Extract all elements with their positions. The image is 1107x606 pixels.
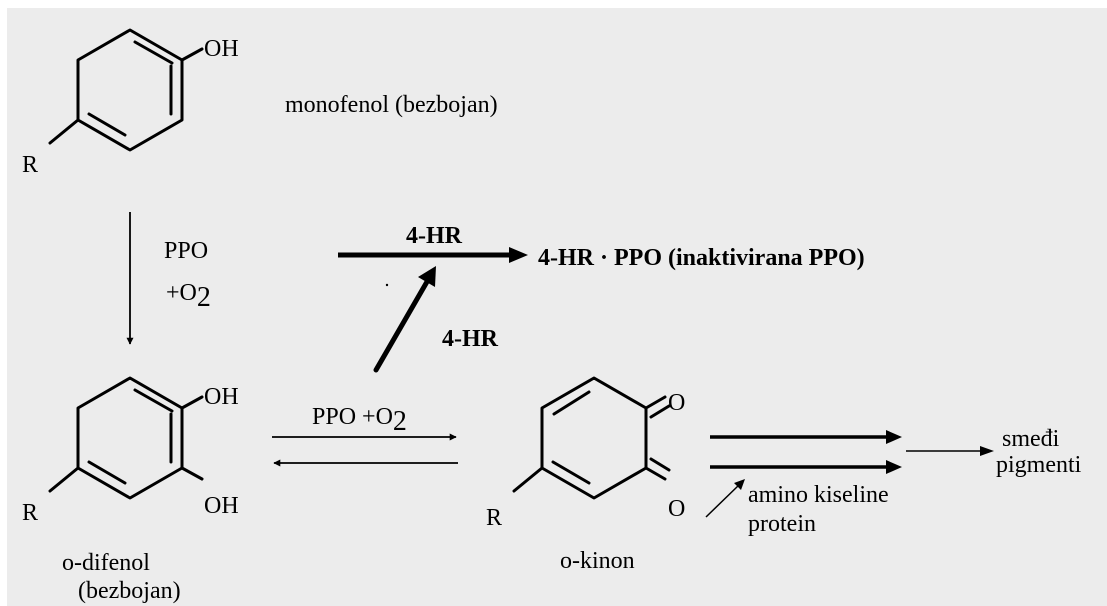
quinone-o-bottom-label: O [668, 496, 685, 522]
quinone-co-bond-top [644, 395, 667, 410]
product-label-line2: pigmenti [996, 452, 1082, 478]
diagram-background-panel [7, 8, 1107, 606]
pigment-arrowhead-bottom [886, 460, 902, 474]
diphenol-structure: OH OH R o-difenol (bezbojan) [22, 376, 239, 604]
monophenol-oh-bond [180, 47, 204, 62]
monophenol-name-label: monofenol (bezbojan) [285, 92, 498, 118]
reagent-label-line2: protein [748, 511, 816, 537]
diphenol-oh-bond-bottom [180, 466, 204, 481]
inhibition-group: 4-HR 4-HR 4-HR · PPO (inaktivirana PPO) [338, 223, 865, 373]
step2-label: PPO +O2 [312, 404, 407, 437]
diphenol-oh-top-label: OH [204, 384, 239, 410]
inhibition-diagonal-arrow [373, 277, 431, 373]
reagent-label-line1: amino kiseline [748, 482, 889, 508]
monophenol-r-bond [48, 118, 80, 145]
product-label-line1: smeđi [1002, 426, 1060, 452]
quinone-ring [540, 376, 648, 500]
inhibitor-side-label: 4-HR [442, 326, 499, 352]
inhibition-horizontal-arrowhead [509, 247, 528, 263]
inactivated-ppo-label: 4-HR · PPO (inaktivirana PPO) [538, 245, 865, 271]
quinone-double-bond [552, 390, 591, 416]
quinone-o-top-label: O [668, 390, 685, 416]
step1-oxygen-label: +O2 [166, 280, 211, 313]
diphenol-r-bond [48, 466, 80, 493]
monophenol-ring [76, 28, 184, 152]
quinone-co-bond-bottom [644, 466, 667, 481]
inhibitor-top-label: 4-HR [406, 223, 463, 249]
inhibition-diagonal-arrowhead [418, 266, 436, 287]
diphenol-name-sublabel: (bezbojan) [78, 578, 181, 604]
quinone-r-label: R [486, 505, 502, 531]
diphenol-r-label: R [22, 500, 38, 526]
monophenol-double-bond [87, 112, 127, 137]
final-arrowhead [980, 446, 994, 456]
step1-arrow-group: PPO +O2 [126, 212, 211, 345]
pigment-group: amino kiseline protein smeđi pigmenti [705, 426, 1082, 537]
monophenol-double-bond [133, 40, 174, 65]
quinone-double-bond [551, 460, 591, 485]
reagent-arrowhead [734, 479, 745, 490]
reagent-arrow [705, 483, 741, 518]
monophenol-oh-label: OH [204, 36, 239, 62]
diphenol-double-bond [133, 388, 174, 413]
diphenol-double-bond [87, 460, 127, 485]
step1-enzyme-label: PPO [164, 238, 208, 264]
monophenol-structure: OH R monofenol (bezbojan) [22, 28, 498, 178]
diphenol-ring [76, 376, 184, 500]
diphenol-oh-bond-top [180, 395, 204, 410]
stray-dot [385, 283, 389, 287]
step2-equilibrium-group: PPO +O2 [272, 404, 458, 467]
quinone-co-double-top [649, 404, 671, 419]
pigment-arrowhead-top [886, 430, 902, 444]
quinone-r-bond [512, 466, 544, 493]
diphenol-name-label: o-difenol [62, 550, 150, 576]
quinone-structure: O O R o-kinon [486, 376, 685, 574]
diphenol-oh-bottom-label: OH [204, 493, 239, 519]
monophenol-r-label: R [22, 152, 38, 178]
quinone-name-label: o-kinon [560, 548, 635, 574]
quinone-co-double-bottom [649, 457, 671, 472]
